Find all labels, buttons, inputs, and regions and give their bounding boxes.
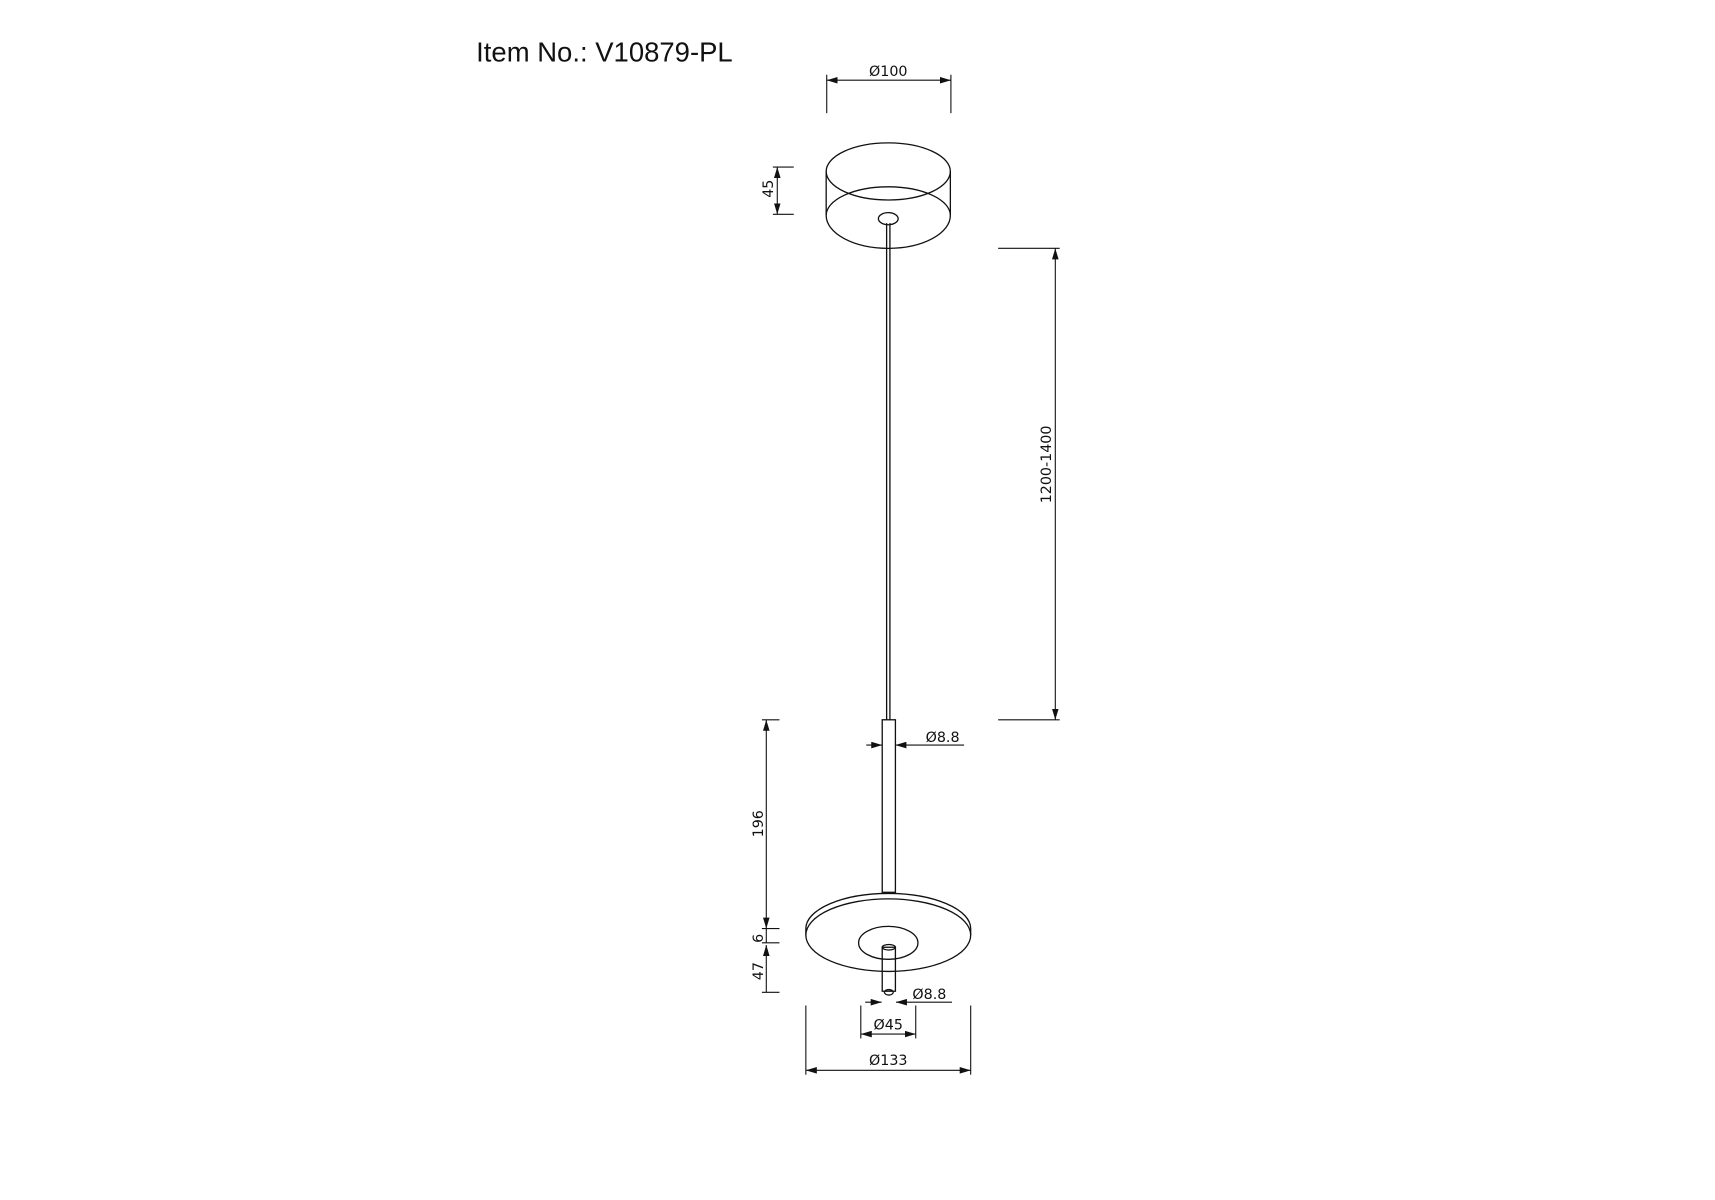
cable-length-label: 1200-1400 — [1039, 426, 1055, 504]
canopy-height-label: 45 — [761, 180, 777, 198]
tube-diameter-top-label: Ø8.8 — [926, 730, 960, 746]
dim-inner-diameter: Ø45 — [860, 1005, 917, 1039]
dim-tube-diameter-top: Ø8.8 — [866, 730, 965, 749]
disc — [805, 892, 972, 996]
dim-disc-thickness: 6 — [751, 928, 780, 944]
dim-tube-length: 196 — [751, 719, 780, 930]
canopy-diameter-label: Ø100 — [869, 64, 907, 80]
disc-thickness-label: 6 — [751, 934, 767, 943]
tube-length-label: 196 — [751, 810, 767, 837]
cable — [885, 223, 891, 720]
dim-tube-diameter-bottom: Ø8.8 — [865, 987, 953, 1006]
dim-lower-tube-length: 47 — [751, 945, 780, 993]
dim-disc-diameter: Ø133 — [805, 1005, 972, 1075]
canopy — [825, 142, 952, 250]
lower-tube-length-label: 47 — [751, 962, 767, 980]
dim-canopy-height: 45 — [761, 166, 794, 215]
disc-diameter-label: Ø133 — [869, 1053, 907, 1069]
dim-cable-length: 1200-1400 — [998, 247, 1060, 721]
dim-canopy-diameter: Ø100 — [826, 64, 952, 114]
tube-diameter-bottom-label: Ø8.8 — [912, 987, 946, 1003]
tube — [881, 719, 897, 893]
inner-diameter-label: Ø45 — [874, 1018, 903, 1034]
item-number-title: Item No.: V10879-PL — [476, 37, 733, 68]
